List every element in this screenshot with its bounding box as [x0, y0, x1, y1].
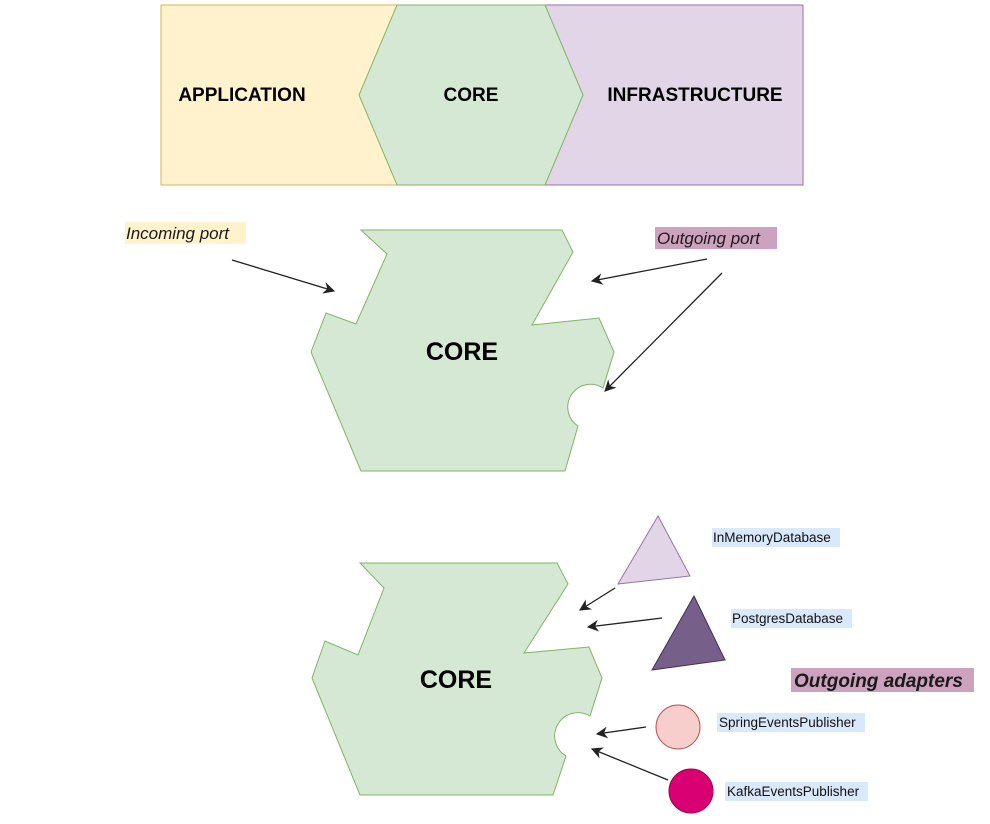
outgoing-port-highlight: [655, 227, 777, 249]
incoming-port-arrow: [231, 259, 336, 294]
in-memory-database-triangle: [617, 514, 691, 585]
postgres-database-label: PostgresDatabase: [732, 611, 843, 626]
spring-events-publisher-circle: [655, 704, 701, 750]
infrastructure-layer-box: [539, 4, 804, 186]
in-memory-database-label: InMemoryDatabase: [713, 530, 831, 545]
spring-events-publisher-highlight: [717, 713, 865, 732]
postgres-database-arrow: [586, 617, 663, 632]
spring-events-publisher-label: SpringEventsPublisher: [719, 715, 856, 730]
postgres-database-triangle: [651, 594, 726, 671]
outgoing-adapters-title: Outgoing adapters: [794, 671, 963, 692]
incoming-port-label: Incoming port: [126, 224, 230, 243]
kafka-events-publisher-circle: [668, 768, 714, 814]
layers-strip: APPLICATION CORE INFRASTRUCTURE: [160, 4, 804, 186]
kafka-events-publisher-arrow: [590, 747, 669, 781]
adapters-core-label: CORE: [420, 666, 492, 694]
outgoing-port-arrow-notch: [590, 258, 708, 285]
core-hexagon-with-ports: [310, 229, 615, 472]
ports-diagram: CORE Incoming port Outgoing port: [125, 222, 777, 472]
outgoing-adapters-highlight: [791, 668, 974, 692]
spring-events-publisher-arrow: [595, 726, 647, 739]
outgoing-port-arrow-socket: [604, 272, 723, 392]
application-layer-label: APPLICATION: [178, 85, 305, 106]
core-layer-hexagon: [358, 4, 584, 186]
postgres-database-highlight: [731, 609, 852, 628]
ports-core-label: CORE: [426, 338, 498, 366]
core-layer-label: CORE: [444, 85, 499, 106]
infrastructure-layer-label: INFRASTRUCTURE: [607, 85, 782, 106]
kafka-events-publisher-highlight: [725, 782, 868, 801]
core-hexagon-with-adapters: [311, 562, 603, 796]
incoming-port-highlight: [125, 222, 246, 244]
in-memory-database-highlight: [712, 528, 840, 547]
kafka-events-publisher-label: KafkaEventsPublisher: [727, 784, 860, 799]
in-memory-database-arrow: [579, 587, 616, 611]
outgoing-port-label: Outgoing port: [657, 229, 761, 248]
adapters-diagram: CORE InMemoryDatabase PostgresDatabase O…: [311, 514, 974, 814]
